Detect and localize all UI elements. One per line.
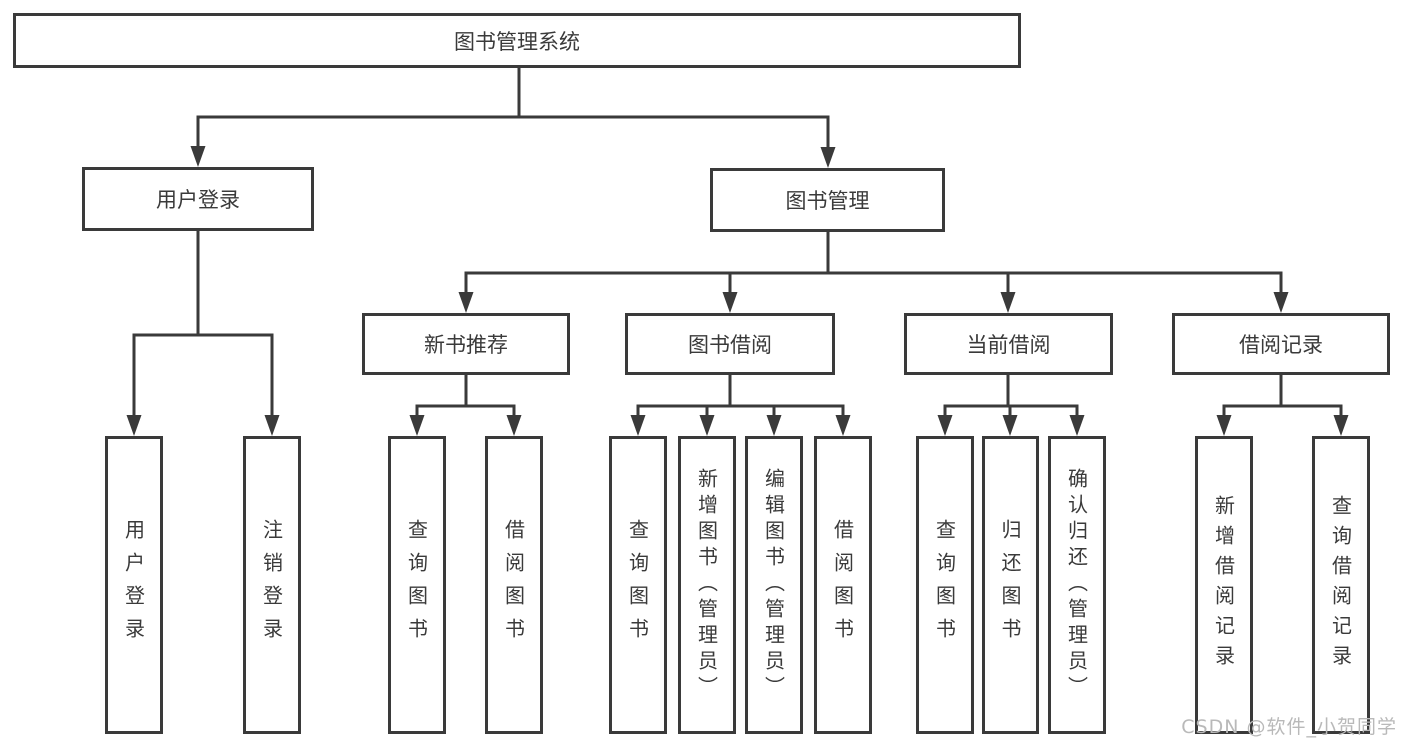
node-borrow-records: 借阅记录: [1172, 313, 1390, 375]
node-book-borrow: 图书借阅: [625, 313, 835, 375]
node-new-book-recommend-label: 新书推荐: [424, 333, 508, 357]
leaf-query-book-2: 查询图书: [609, 436, 667, 734]
leaf-add-borrow-record: 新增借阅记录: [1195, 436, 1253, 734]
node-root: 图书管理系统: [13, 13, 1021, 68]
leaf-query-book-2-label: 查询图书: [625, 519, 650, 651]
leaf-add-borrow-record-label: 新增借阅记录: [1211, 495, 1236, 675]
node-new-book-recommend: 新书推荐: [362, 313, 570, 375]
leaf-query-book-1-label: 查询图书: [404, 519, 429, 651]
leaf-add-book-admin-label: 新增图书（管理员）: [694, 468, 719, 702]
leaf-borrow-book-2: 借阅图书: [814, 436, 872, 734]
leaf-return-book: 归还图书: [982, 436, 1039, 734]
leaf-borrow-book-1-label: 借阅图书: [501, 519, 526, 651]
node-book-borrow-label: 图书借阅: [688, 333, 772, 357]
leaf-borrow-book-1: 借阅图书: [485, 436, 543, 734]
node-current-borrow: 当前借阅: [904, 313, 1113, 375]
node-current-borrow-label: 当前借阅: [966, 333, 1051, 357]
node-user-login: 用户登录: [82, 167, 314, 231]
leaf-borrow-book-2-label: 借阅图书: [830, 519, 855, 651]
leaf-edit-book-admin: 编辑图书（管理员）: [745, 436, 803, 734]
node-root-label: 图书管理系统: [454, 29, 580, 54]
leaf-query-borrow-record-label: 查询借阅记录: [1328, 495, 1353, 675]
node-borrow-records-label: 借阅记录: [1239, 333, 1323, 357]
leaf-query-borrow-record: 查询借阅记录: [1312, 436, 1370, 734]
leaf-logout: 注销登录: [243, 436, 301, 734]
leaf-add-book-admin: 新增图书（管理员）: [678, 436, 736, 734]
leaf-confirm-return-admin: 确认归还（管理员）: [1048, 436, 1106, 734]
node-book-management: 图书管理: [710, 168, 945, 232]
leaf-query-book-3: 查询图书: [916, 436, 974, 734]
leaf-logout-label: 注销登录: [259, 519, 284, 651]
leaf-confirm-return-admin-label: 确认归还（管理员）: [1064, 468, 1089, 702]
leaf-query-book-3-label: 查询图书: [932, 519, 957, 651]
leaf-query-book-1: 查询图书: [388, 436, 446, 734]
leaf-user-login-label: 用户登录: [121, 519, 146, 651]
node-book-management-label: 图书管理: [785, 189, 870, 213]
node-user-login-label: 用户登录: [156, 188, 240, 212]
leaf-user-login: 用户登录: [105, 436, 163, 734]
csdn-watermark: CSDN @软件_小贺同学: [1181, 716, 1397, 738]
leaf-edit-book-admin-label: 编辑图书（管理员）: [761, 468, 786, 702]
leaf-return-book-label: 归还图书: [998, 519, 1022, 651]
